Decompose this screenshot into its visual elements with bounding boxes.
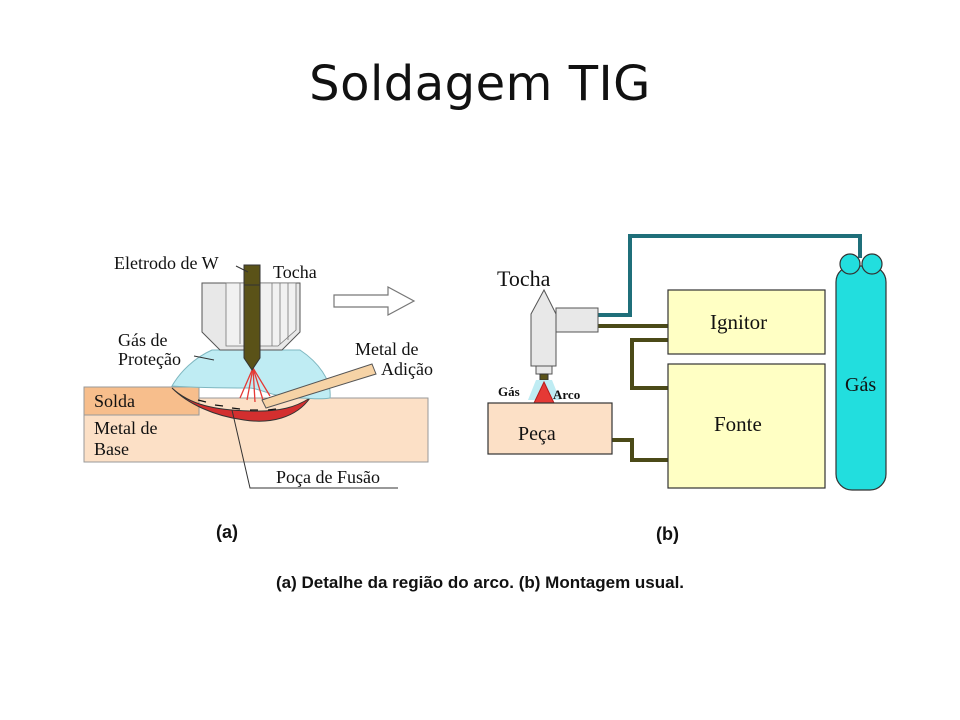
label-metal-adicao-1: Metal de [355,339,418,359]
cable-ignitor-fonte [630,338,668,390]
travel-direction-arrow [333,285,416,317]
pool-pointer [231,409,272,489]
label-peca: Peça [518,423,556,445]
label-metal-base-1: Metal de [94,418,157,438]
panel-a-arc-detail: Eletrodo de W Tocha Gás de Proteção Meta… [83,253,433,489]
label-metal-base-2: Base [94,439,129,459]
tungsten-electrode [243,264,261,371]
shielding-gas-cloud [171,349,331,400]
label-poca-fusao: Poça de Fusão [276,467,380,487]
panel-b-setup: Tocha Ignitor Fonte Gás Gás Arco Peça [487,234,887,491]
sublabel-a: (a) [216,522,238,542]
label-metal-adicao-2: Adição [381,359,433,379]
gas-supply-line [598,234,862,317]
label-arco: Arco [553,387,580,402]
label-tocha-a: Tocha [273,262,317,282]
label-gas-small: Gás [498,384,520,399]
label-ignitor: Ignitor [710,310,767,334]
cable-peca-fonte [612,438,668,462]
electrode-pointer [235,265,249,273]
label-gas-protecao-1: Gás de [118,330,167,350]
label-tocha-b: Tocha [497,266,551,291]
arc-rays [239,367,271,403]
gas-pointer [193,355,215,361]
fonte-box [667,363,826,489]
peca-box [487,402,613,455]
figure-caption: (a) Detalhe da região do arco. (b) Monta… [275,573,685,592]
label-gas-protecao-2: Proteção [118,349,181,369]
pool-dashes [197,399,277,411]
torch-b [530,288,599,381]
sublabel-b: (b) [656,524,679,544]
gas-cylinder [835,253,887,491]
ignitor-box [667,289,826,355]
label-fonte: Fonte [714,412,762,436]
solda-layer [83,386,200,416]
filler-rod [261,363,377,409]
label-eletrodo-w: Eletrodo de W [114,253,219,273]
slide-title: Soldagem TIG [309,56,651,112]
label-gas-cylinder: Gás [845,374,876,396]
label-solda: Solda [94,391,135,411]
